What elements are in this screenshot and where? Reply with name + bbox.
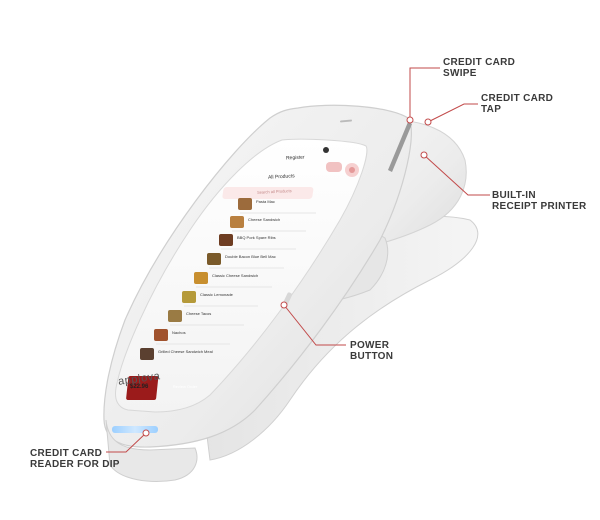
power-leader bbox=[283, 304, 346, 346]
swipe-leader bbox=[409, 67, 440, 118]
list-item-label-4: Classic Cheese Sandwich bbox=[212, 273, 259, 278]
list-item bbox=[238, 198, 316, 214]
callout-power-button: POWER BUTTON bbox=[350, 340, 394, 362]
review-order-button: Review Order bbox=[172, 384, 198, 389]
header-action-pill bbox=[326, 162, 342, 172]
callout-lines bbox=[106, 67, 490, 453]
tap-leader bbox=[427, 103, 478, 123]
printer-marker bbox=[420, 151, 428, 159]
callout-credit-card-tap: CREDIT CARD TAP bbox=[481, 93, 554, 115]
dip-leader bbox=[106, 432, 147, 453]
list-item bbox=[207, 253, 284, 269]
header-action-circle-inner bbox=[349, 167, 355, 173]
list-item bbox=[140, 348, 154, 360]
list-item-label-7: Nachos bbox=[172, 330, 186, 335]
device-base bbox=[105, 419, 198, 482]
tap-marker bbox=[424, 118, 432, 126]
list-item bbox=[182, 291, 258, 307]
list-item bbox=[194, 272, 272, 288]
callout-built-in-printer: BUILT-IN RECEIPT PRINTER bbox=[492, 190, 587, 212]
printer-leader bbox=[423, 154, 490, 196]
swipe-slot bbox=[388, 122, 412, 172]
order-total: $22.96 bbox=[130, 384, 149, 390]
list-item-label-3: Double Bacon Blue Bell Mac bbox=[225, 254, 276, 259]
list-item-label-5: Classic Lemonade bbox=[200, 292, 233, 297]
list-item-label-8: Grilled Cheese Sandwich Meal bbox=[158, 349, 213, 354]
list-item-label-6: Cheese Tacos bbox=[186, 311, 212, 316]
camera-dot bbox=[323, 147, 329, 153]
list-item-label-0: Pasta Mac bbox=[256, 199, 275, 204]
power-marker bbox=[280, 301, 288, 309]
search-bar-bg bbox=[222, 187, 314, 199]
list-item bbox=[230, 216, 306, 232]
list-item-label-2: BBQ Pork Spare Ribs bbox=[237, 235, 276, 240]
list-item bbox=[219, 234, 296, 250]
list-item bbox=[154, 329, 230, 345]
product-list bbox=[140, 198, 316, 360]
list-item-label-1: Cheese Sandwich bbox=[248, 217, 281, 222]
review-order-button-bg bbox=[126, 376, 159, 400]
callout-dip-reader: CREDIT CARD READER FOR DIP bbox=[30, 448, 120, 470]
swipe-marker bbox=[406, 116, 414, 124]
dip-marker bbox=[142, 429, 150, 437]
screen-nav-register: Register bbox=[285, 154, 305, 162]
speaker-slot bbox=[340, 119, 352, 123]
list-item bbox=[168, 310, 244, 326]
callout-credit-card-swipe: CREDIT CARD SWIPE bbox=[443, 57, 516, 79]
dip-reader-glow bbox=[112, 426, 158, 433]
